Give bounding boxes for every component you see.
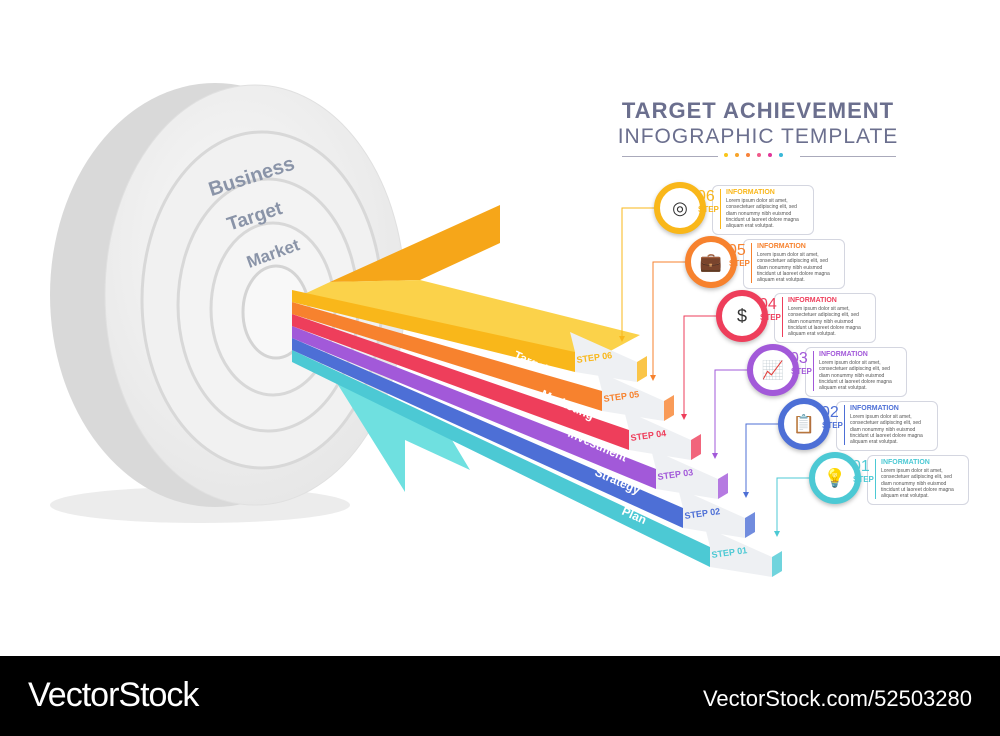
info-heading: INFORMATION bbox=[819, 351, 868, 358]
info-heading: INFORMATION bbox=[881, 459, 930, 466]
connector-line bbox=[683, 315, 722, 418]
info-text: Lorem ipsum dolor sit amet, consectetuer… bbox=[881, 468, 954, 500]
stair-tread bbox=[705, 527, 772, 577]
divider bbox=[844, 405, 845, 445]
stair-band bbox=[292, 326, 656, 489]
growth-chart-icon: 📈 bbox=[747, 344, 799, 396]
title-line1: TARGET ACHIEVEMENT bbox=[621, 98, 895, 123]
step-number: 01 bbox=[852, 458, 870, 475]
step-caption: STEP bbox=[760, 313, 781, 322]
step-caption: STEP bbox=[822, 421, 843, 430]
title-dot bbox=[768, 153, 772, 157]
info-card-box bbox=[774, 293, 876, 343]
stair-tread bbox=[597, 371, 664, 421]
info-text: Lorem ipsum dolor sit amet, consectetuer… bbox=[788, 306, 861, 338]
info-card-box bbox=[867, 455, 969, 505]
divider bbox=[720, 189, 721, 229]
step-caption: STEP bbox=[791, 367, 812, 376]
stair-tread bbox=[651, 449, 718, 499]
info-text: Lorem ipsum dolor sit amet, consectetuer… bbox=[850, 414, 923, 446]
dollar-cycle-icon: $ bbox=[716, 290, 768, 342]
info-text: Lorem ipsum dolor sit amet, consectetuer… bbox=[757, 252, 830, 284]
title-dot bbox=[757, 153, 761, 157]
info-card-box bbox=[805, 347, 907, 397]
stair-band bbox=[292, 338, 683, 528]
watermark-brand: VectorStock bbox=[28, 676, 199, 714]
step-number: 03 bbox=[790, 350, 808, 367]
title-dot bbox=[779, 153, 783, 157]
stair-step-label: STEP 06 bbox=[576, 350, 613, 365]
arrowhead-icon bbox=[712, 453, 718, 459]
stair-band bbox=[292, 314, 629, 450]
connector-line bbox=[652, 261, 691, 379]
briefcase-dollar-icon: 💼 bbox=[685, 236, 737, 288]
step-number: 02 bbox=[821, 404, 839, 421]
stair-step-label: STEP 05 bbox=[603, 389, 640, 404]
stair-band bbox=[292, 290, 575, 372]
watermark-footer: VectorStock VectorStock.com/52503280 bbox=[0, 656, 1000, 736]
arrowhead-icon bbox=[619, 336, 625, 342]
connector-line bbox=[776, 477, 815, 535]
step-number: 05 bbox=[728, 242, 746, 259]
document-checklist-icon: 📋 bbox=[778, 398, 830, 450]
divider bbox=[813, 351, 814, 391]
connector-line bbox=[714, 369, 753, 457]
info-card-box bbox=[836, 401, 938, 451]
step-number: 06 bbox=[697, 188, 715, 205]
arrow-wings bbox=[300, 205, 640, 492]
stair-tread bbox=[678, 488, 745, 538]
title-dot bbox=[724, 153, 728, 157]
info-heading: INFORMATION bbox=[726, 189, 775, 196]
title-dot bbox=[735, 153, 739, 157]
connector-lines bbox=[619, 207, 815, 537]
stair-band bbox=[292, 302, 602, 411]
connector-line bbox=[621, 207, 660, 340]
info-text: Lorem ipsum dolor sit amet, consectetuer… bbox=[819, 360, 892, 392]
step-number: 04 bbox=[759, 296, 777, 313]
step-caption: STEP bbox=[853, 475, 874, 484]
arrowhead-icon bbox=[681, 414, 687, 420]
arrowhead-icon bbox=[743, 492, 749, 498]
stair-band bbox=[292, 350, 710, 567]
connector-line bbox=[745, 423, 784, 496]
step-caption: STEP bbox=[729, 259, 750, 268]
target-dart-icon: ◎ bbox=[654, 182, 706, 234]
info-card-box bbox=[743, 239, 845, 289]
stair-tread bbox=[624, 410, 691, 460]
title-block: TARGET ACHIEVEMENT INFOGRAPHIC TEMPLATE bbox=[600, 98, 916, 163]
arrowhead-icon bbox=[650, 375, 656, 381]
stair-step-label: STEP 01 bbox=[711, 545, 748, 560]
info-heading: INFORMATION bbox=[757, 243, 806, 250]
divider bbox=[782, 297, 783, 337]
info-heading: INFORMATION bbox=[788, 297, 837, 304]
title-dot bbox=[746, 153, 750, 157]
watermark-url: VectorStock.com/52503280 bbox=[702, 686, 972, 711]
stair-step-label: STEP 03 bbox=[657, 467, 694, 482]
stair-step-label: STEP 02 bbox=[684, 506, 721, 521]
title-line2: INFOGRAPHIC TEMPLATE bbox=[617, 125, 899, 148]
lightbulb-dollar-icon: 💡 bbox=[809, 452, 861, 504]
info-card-box bbox=[712, 185, 814, 235]
info-text: Lorem ipsum dolor sit amet, consectetuer… bbox=[726, 198, 799, 230]
divider bbox=[875, 459, 876, 499]
stair-step-label: STEP 04 bbox=[630, 428, 667, 443]
title-divider bbox=[600, 149, 916, 163]
info-heading: INFORMATION bbox=[850, 405, 899, 412]
stair-tread bbox=[570, 332, 637, 382]
step-caption: STEP bbox=[698, 205, 719, 214]
arrowhead-icon bbox=[774, 531, 780, 537]
divider bbox=[751, 243, 752, 283]
